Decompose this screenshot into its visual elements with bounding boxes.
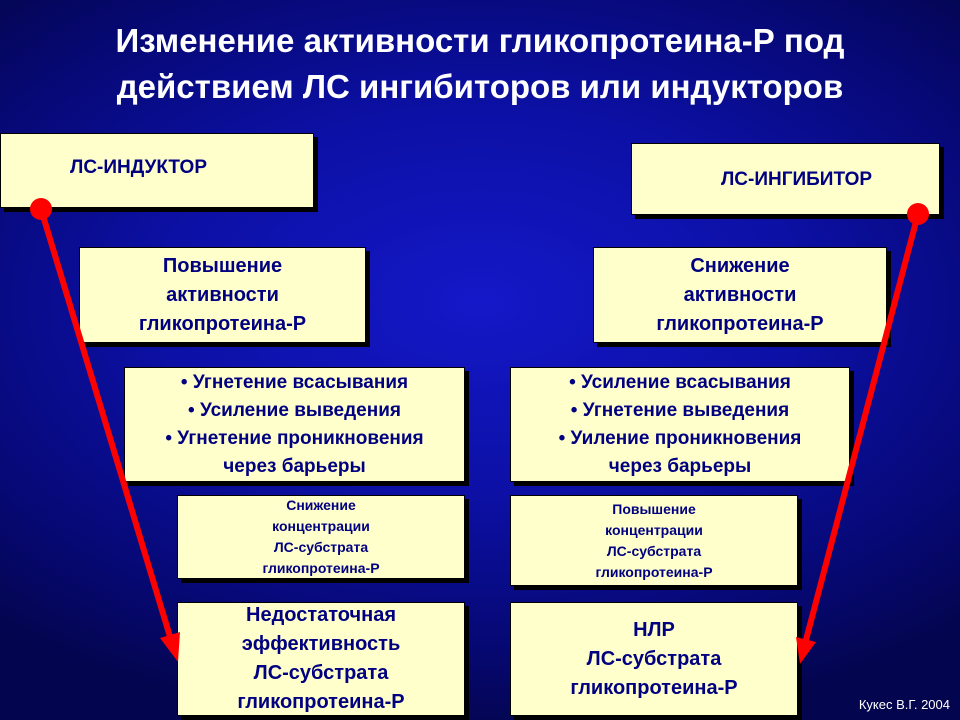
inhibitor-concentration-box: Повышение концентрации ЛС-субстрата глик…	[510, 495, 798, 586]
inhibitor-arrow-shaft	[803, 213, 921, 641]
inducer-activity-line-1: Повышение	[162, 254, 283, 277]
inhibitor-effects-box: Усиление всасывания Угнетение выведения …	[510, 367, 850, 482]
inhibitor-concentration-line-4: гликопротеина-Р	[595, 563, 713, 580]
inhibitor-arrow-head	[796, 637, 816, 664]
inhibitor-activity-box: Снижение активности гликопротеина-Р	[593, 247, 887, 343]
inducer-concentration-line-1: Снижение	[286, 497, 356, 513]
inhibitor-activity-line-3: гликопротеина-Р	[656, 312, 824, 335]
inhibitor-outcome-box: НЛР ЛС-субстрата гликопротеина-Р	[510, 602, 798, 716]
inducer-outcome-box: Недостаточная эффективность ЛС-субстрата…	[177, 602, 465, 716]
inhibitor-concentration-line-2: концентрации	[605, 521, 703, 538]
inducer-outcome-line-1: Недостаточная	[246, 604, 396, 626]
inhibitor-activity-line-2: активности	[683, 283, 797, 306]
inhibitor-outcome-line-1: НЛР	[633, 618, 675, 641]
inhibitor-effect-item: Усиление всасывания	[569, 369, 791, 397]
inhibitor-header-box: ЛС-ИНГИБИТОР	[631, 143, 940, 215]
inhibitor-concentration-line-1: Повышение	[612, 500, 696, 517]
author-credit: Кукес В.Г. 2004	[858, 697, 950, 712]
inhibitor-activity-line-1: Снижение	[690, 254, 790, 277]
inducer-concentration-box: Снижение концентрации ЛС-субстрата глико…	[177, 495, 465, 579]
inducer-activity-line-3: гликопротеина-Р	[138, 312, 307, 335]
inducer-activity-box: Повышение активности гликопротеина-Р	[79, 247, 366, 343]
inducer-outcome-line-2: эффективность	[241, 633, 401, 655]
inhibitor-effect-item: Уиление проникновения	[559, 425, 802, 453]
inhibitor-effect-item: Угнетение выведения	[571, 397, 789, 425]
inducer-concentration-line-4: гликопротеина-Р	[262, 560, 380, 576]
inhibitor-arrow-start-dot	[907, 203, 929, 225]
slide-title-line-2: действием ЛС ингибиторов или индукторов	[116, 68, 844, 105]
inhibitor-effect-item-continuation: через барьеры	[608, 455, 752, 477]
inducer-arrow-start-dot	[30, 198, 52, 220]
inducer-effect-item: Усиление выведения	[188, 397, 401, 425]
inducer-flow-arrow	[30, 198, 180, 662]
inducer-effects-box: Угнетение всасывания Усиление выведения …	[124, 367, 465, 482]
inducer-outcome-line-4: гликопротеина-Р	[237, 691, 405, 713]
inducer-activity-line-2: активности	[166, 283, 279, 306]
inducer-effect-item: Угнетение проникновения	[165, 425, 423, 453]
inducer-arrow-shaft	[38, 208, 174, 641]
inducer-concentration-line-2: концентрации	[272, 518, 370, 534]
inducer-header-label: ЛС-ИНДУКТОР	[70, 156, 207, 178]
inducer-concentration-line-3: ЛС-субстрата	[273, 539, 369, 555]
slide-title: Изменение активности гликопротеина-Р под…	[0, 18, 960, 110]
inhibitor-flow-arrow	[796, 203, 929, 664]
inhibitor-header-label: ЛС-ИНГИБИТОР	[720, 169, 873, 190]
inducer-arrow-head	[160, 632, 180, 662]
inducer-effect-item-continuation: через барьеры	[223, 455, 366, 477]
inhibitor-outcome-line-3: гликопротеина-Р	[570, 676, 738, 699]
inducer-outcome-line-3: ЛС-субстрата	[253, 662, 389, 684]
inducer-effect-item: Угнетение всасывания	[181, 369, 408, 397]
slide-title-line-1: Изменение активности гликопротеина-Р под	[115, 22, 845, 59]
inhibitor-concentration-line-3: ЛС-субстрата	[606, 542, 702, 559]
inhibitor-outcome-line-2: ЛС-субстрата	[586, 647, 722, 670]
inducer-header-box: ЛС-ИНДУКТОР	[0, 133, 314, 208]
